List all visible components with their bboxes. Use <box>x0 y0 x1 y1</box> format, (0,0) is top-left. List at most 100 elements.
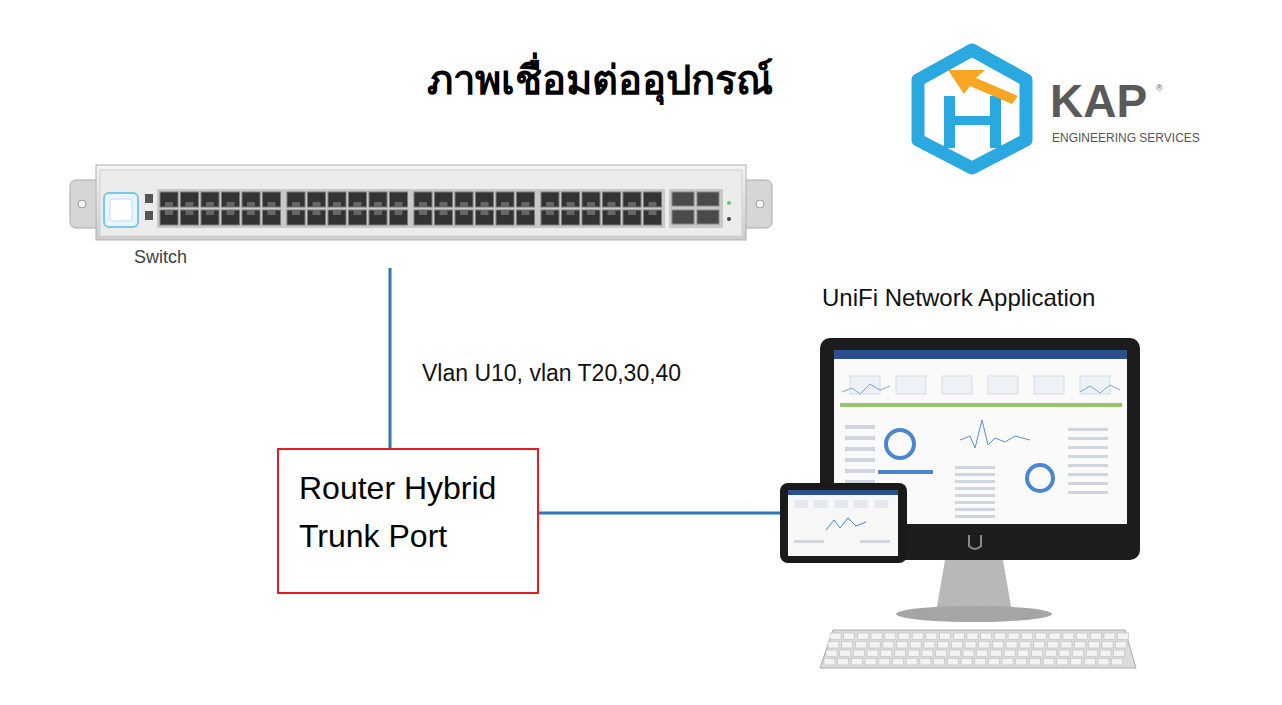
illustration-part <box>780 483 907 563</box>
illustration-part <box>955 494 995 497</box>
illustration-part <box>160 210 178 225</box>
illustration-part <box>910 642 921 649</box>
illustration-part <box>476 192 494 207</box>
illustration-part <box>1071 659 1082 666</box>
illustration-part <box>1022 633 1033 640</box>
illustration-part <box>181 192 199 207</box>
illustration-part <box>936 560 1012 612</box>
illustration-part <box>501 210 509 215</box>
illustration-part <box>284 189 411 228</box>
illustration-part <box>476 210 494 225</box>
illustration-part <box>1084 659 1095 666</box>
illustration-part <box>440 210 448 215</box>
illustration-part <box>851 659 862 666</box>
illustration-part <box>328 192 346 207</box>
illustration-part <box>879 659 890 666</box>
illustration-part <box>110 199 132 221</box>
illustration-part <box>845 436 875 440</box>
illustration-part <box>414 192 432 207</box>
illustration-part <box>899 633 910 640</box>
illustration-part <box>1098 659 1109 666</box>
illustration-part <box>78 200 86 208</box>
illustration-part <box>844 633 855 640</box>
illustration-part <box>435 210 453 225</box>
illustration-part <box>949 650 960 657</box>
illustration-part <box>965 642 976 649</box>
illustration-part <box>1061 642 1072 649</box>
illustration-part <box>1036 633 1047 640</box>
illustration-part <box>1068 473 1108 476</box>
illustration-part <box>374 210 382 215</box>
illustration-part <box>1068 428 1108 431</box>
illustration-part <box>1008 633 1019 640</box>
illustration-part <box>756 200 764 208</box>
illustration-part <box>517 210 535 225</box>
illustration-part <box>906 659 917 666</box>
illustration-part <box>975 659 986 666</box>
illustration-part <box>242 192 260 207</box>
illustration-part <box>1088 642 1099 649</box>
illustration-part <box>496 192 514 207</box>
illustration-part <box>992 642 1003 649</box>
illustration-part <box>419 210 427 215</box>
illustration-part <box>961 659 972 666</box>
switch-illustration <box>70 165 772 240</box>
illustration-part <box>419 202 427 207</box>
illustration-part <box>541 192 559 207</box>
illustration-part <box>845 469 875 473</box>
illustration-part <box>955 487 995 490</box>
illustration-part <box>242 210 260 225</box>
illustration-part <box>440 202 448 207</box>
illustration-part <box>830 633 841 640</box>
illustration-part <box>541 210 559 225</box>
illustration-part <box>955 515 995 518</box>
illustration-part <box>186 202 194 207</box>
illustration-part <box>354 210 362 215</box>
illustration-part <box>944 116 1001 125</box>
illustration-part <box>860 540 890 543</box>
illustration-part <box>936 650 947 657</box>
illustration-part <box>826 518 866 530</box>
illustration-part <box>953 633 964 640</box>
illustration-part <box>313 202 321 207</box>
illustration-part <box>201 192 219 207</box>
illustration-part <box>608 210 616 215</box>
illustration-part <box>1100 650 1111 657</box>
illustration-part <box>938 642 949 649</box>
illustration-part <box>869 642 880 649</box>
illustration-part <box>349 210 367 225</box>
illustration-part <box>1049 633 1060 640</box>
illustration-part <box>908 650 919 657</box>
illustration-part <box>979 642 990 649</box>
illustration-part <box>867 650 878 657</box>
illustration-part <box>840 650 851 657</box>
illustration-part <box>390 210 408 225</box>
illustration-part <box>1018 650 1029 657</box>
illustration-part <box>1068 455 1108 458</box>
illustration-part <box>546 202 554 207</box>
illustration-part <box>1063 633 1074 640</box>
illustration-part <box>820 630 1136 668</box>
illustration-part <box>1080 385 1120 393</box>
illustration-part <box>649 202 657 207</box>
illustration-part <box>222 210 240 225</box>
illustration-part <box>644 192 662 207</box>
illustration-part <box>1075 642 1086 649</box>
illustration-part <box>333 202 341 207</box>
illustration-part <box>292 210 300 215</box>
illustration-part <box>960 420 1030 448</box>
illustration-part <box>1043 659 1054 666</box>
node-text: Router Hybrid Trunk Port <box>299 464 521 560</box>
illustration-part <box>895 650 906 657</box>
logo-subtitle: ENGINEERING SERVICES <box>1052 132 1200 145</box>
illustration-part <box>160 192 178 207</box>
illustration-part <box>1116 642 1127 649</box>
edge-label: Vlan U10, vlan T20,30,40 <box>422 360 681 388</box>
illustration-part <box>349 192 367 207</box>
connector-line <box>539 512 780 515</box>
illustration-part <box>1032 650 1043 657</box>
illustration-part <box>826 650 837 657</box>
illustration-part <box>948 70 1018 104</box>
illustration-part <box>727 201 731 205</box>
